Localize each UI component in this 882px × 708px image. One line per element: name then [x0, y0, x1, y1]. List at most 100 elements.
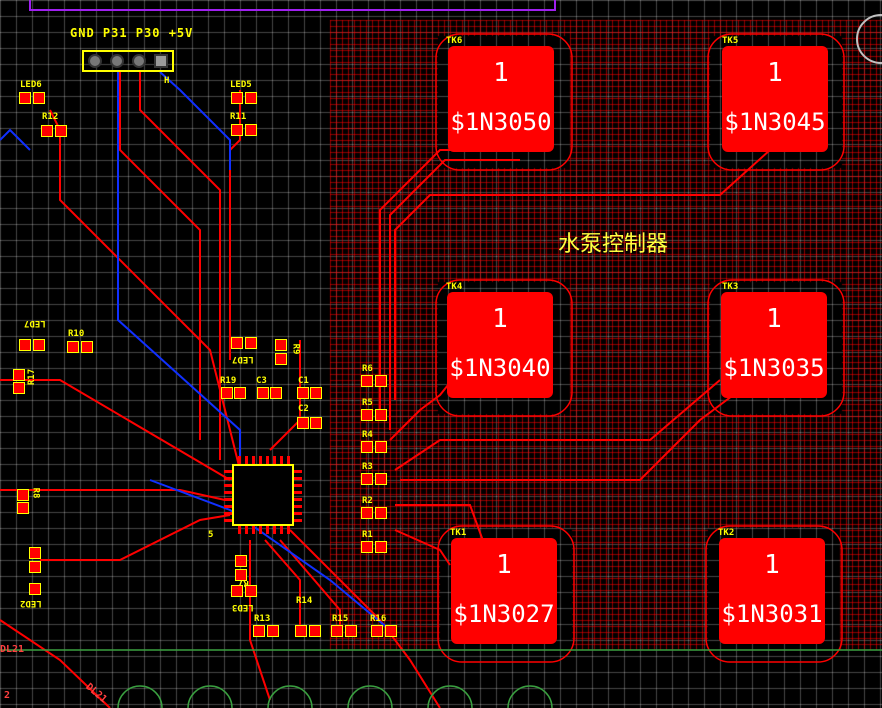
silk-c3: C3 [256, 376, 267, 386]
pad-ref: TK3 [722, 282, 739, 292]
pad-tk4[interactable]: 1 $1N3040 [447, 292, 553, 398]
trace [400, 389, 741, 481]
terminal [347, 685, 393, 708]
smd-pad[interactable] [361, 473, 373, 485]
smd-pad[interactable] [245, 585, 257, 597]
header-pin [154, 54, 168, 68]
trace [117, 72, 241, 460]
smd-pad[interactable] [297, 417, 309, 429]
smd-pad[interactable] [67, 341, 79, 353]
pad-pin: 1 [767, 58, 783, 88]
silk-led6: LED6 [20, 80, 42, 90]
smd-pad[interactable] [19, 92, 31, 104]
smd-pad[interactable] [385, 625, 397, 637]
pad-tk6[interactable]: 1 $1N3050 [448, 46, 554, 152]
pour [437, 525, 575, 663]
smd-pad[interactable] [17, 502, 29, 514]
smd-pad[interactable] [375, 541, 387, 553]
trace [159, 71, 231, 170]
silk-r2: R2 [362, 496, 373, 506]
smd-pad[interactable] [231, 337, 243, 349]
smd-pad[interactable] [297, 387, 309, 399]
smd-pad[interactable] [375, 375, 387, 387]
smd-pad[interactable] [13, 382, 25, 394]
pour [435, 279, 573, 417]
smd-pad[interactable] [19, 339, 31, 351]
smd-pad[interactable] [375, 409, 387, 421]
pad-tk3[interactable]: 1 $1N3035 [721, 292, 827, 398]
smd-pad[interactable] [235, 555, 247, 567]
trace [0, 379, 231, 481]
silk-r10: R10 [68, 329, 85, 339]
smd-pad[interactable] [17, 489, 29, 501]
smd-pad[interactable] [235, 569, 247, 581]
smd-pad[interactable] [331, 625, 343, 637]
smd-pad[interactable] [270, 387, 282, 399]
trace [279, 539, 341, 630]
smd-pad[interactable] [231, 585, 243, 597]
pad-tk5[interactable]: 1 $1N3045 [722, 46, 828, 152]
smd-pad[interactable] [231, 92, 243, 104]
trace [229, 90, 241, 360]
smd-pad[interactable] [253, 625, 265, 637]
smd-pad[interactable] [361, 375, 373, 387]
smd-pad[interactable] [55, 125, 67, 137]
smd-pad[interactable] [231, 124, 243, 136]
terminal [267, 685, 313, 708]
pad-net: $1N3040 [449, 354, 551, 382]
smd-pad[interactable] [29, 547, 41, 559]
silk-r15: R15 [332, 614, 349, 624]
mcu-pin [280, 456, 283, 464]
silk-led-center: LED7 [232, 354, 254, 364]
smd-pad[interactable] [33, 92, 45, 104]
smd-pad[interactable] [29, 583, 41, 595]
pad-tk1[interactable]: 1 $1N3027 [451, 538, 557, 644]
smd-pad[interactable] [267, 625, 279, 637]
mcu-chip[interactable] [232, 464, 294, 526]
smd-pad[interactable] [295, 625, 307, 637]
smd-pad[interactable] [245, 92, 257, 104]
trace [49, 109, 241, 471]
pad-ref: TK2 [718, 528, 735, 538]
pin-header[interactable] [82, 50, 174, 72]
trace [119, 70, 201, 440]
mcu-pin [238, 526, 241, 534]
mcu-pin [259, 456, 262, 464]
smd-pad[interactable] [375, 441, 387, 453]
silk-r9: R9 [290, 343, 301, 355]
smd-pad[interactable] [41, 125, 53, 137]
silk-led5: LED5 [230, 80, 252, 90]
smd-pad[interactable] [375, 473, 387, 485]
smd-pad[interactable] [309, 625, 321, 637]
smd-pad[interactable] [29, 561, 41, 573]
smd-pad[interactable] [310, 387, 322, 399]
smd-pad[interactable] [245, 124, 257, 136]
smd-pad[interactable] [361, 507, 373, 519]
smd-pad[interactable] [361, 409, 373, 421]
smd-pad[interactable] [33, 339, 45, 351]
silk-r13: R13 [254, 614, 271, 624]
trace [264, 539, 301, 630]
smd-pad[interactable] [345, 625, 357, 637]
smd-pad[interactable] [361, 541, 373, 553]
mcu-pin [266, 456, 269, 464]
header-pin [88, 54, 102, 68]
smd-pad[interactable] [361, 441, 373, 453]
silk-c2: C2 [298, 404, 309, 414]
pad-tk2[interactable]: 1 $1N3031 [719, 538, 825, 644]
smd-pad[interactable] [275, 353, 287, 365]
smd-pad[interactable] [221, 387, 233, 399]
silk-r4: R4 [362, 430, 373, 440]
smd-pad[interactable] [245, 337, 257, 349]
mcu-pin [266, 526, 269, 534]
smd-pad[interactable] [310, 417, 322, 429]
smd-pad[interactable] [234, 387, 246, 399]
smd-pad[interactable] [13, 369, 25, 381]
smd-pad[interactable] [275, 339, 287, 351]
smd-pad[interactable] [81, 341, 93, 353]
terminal [117, 685, 163, 708]
smd-pad[interactable] [371, 625, 383, 637]
mcu-pin [294, 470, 302, 473]
smd-pad[interactable] [257, 387, 269, 399]
smd-pad[interactable] [375, 507, 387, 519]
